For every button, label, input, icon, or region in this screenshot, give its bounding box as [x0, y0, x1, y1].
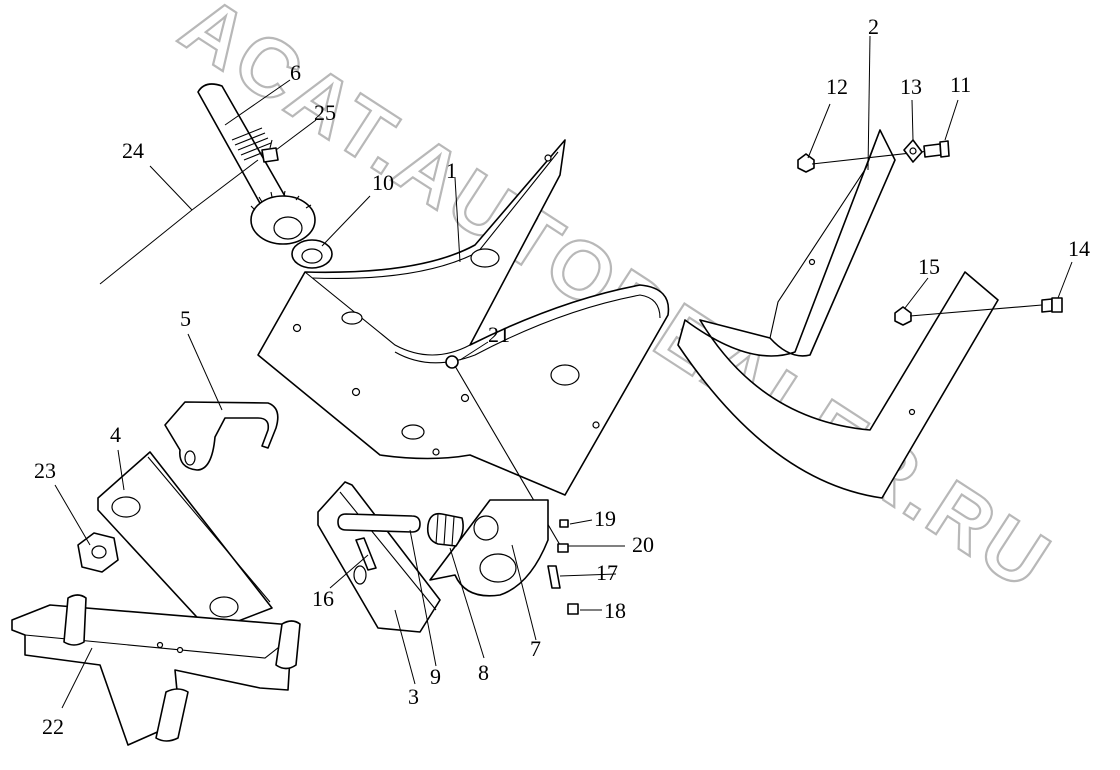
callout-19: 19 [594, 506, 616, 531]
callout-14: 14 [1068, 236, 1090, 261]
callout-11: 11 [950, 72, 971, 97]
callout-4: 4 [110, 422, 121, 447]
plate-3 [317, 481, 441, 633]
housing-7 [426, 499, 579, 615]
callout-10: 10 [372, 170, 394, 195]
right-bracket-2 [677, 129, 999, 499]
bolt-25 [261, 139, 279, 163]
callout-8: 8 [478, 660, 489, 685]
base-frame-22 [11, 594, 301, 746]
callout-18: 18 [604, 598, 626, 623]
bolt-assembly-15-14 [894, 297, 1063, 326]
callout-22: 22 [42, 714, 64, 739]
bushing-10 [291, 239, 333, 269]
callout-16: 16 [312, 586, 334, 611]
callout-17: 17 [596, 560, 618, 585]
steering-shaft [197, 83, 316, 245]
callout-12: 12 [826, 74, 848, 99]
leader-lines [54, 35, 1073, 709]
nut-23 [77, 532, 119, 573]
strap-5 [164, 401, 279, 471]
callout-7: 7 [530, 636, 541, 661]
callout-13: 13 [900, 74, 922, 99]
callout-20: 20 [632, 532, 654, 557]
callout-25: 25 [314, 100, 336, 125]
callout-6: 6 [290, 60, 301, 85]
callout-labels: 1 2 3 4 5 6 7 8 9 10 11 12 13 14 15 16 1… [34, 14, 1090, 739]
callout-9: 9 [430, 664, 441, 689]
callout-24: 24 [122, 138, 144, 163]
callout-2: 2 [868, 14, 879, 39]
callout-1: 1 [446, 158, 457, 183]
bolt-assembly-12-13-11 [797, 139, 950, 173]
callout-21: 21 [488, 322, 510, 347]
callout-5: 5 [180, 306, 191, 331]
callout-3: 3 [408, 684, 419, 709]
callout-15: 15 [918, 254, 940, 279]
main-bracket-1 [257, 139, 670, 496]
callout-23: 23 [34, 458, 56, 483]
